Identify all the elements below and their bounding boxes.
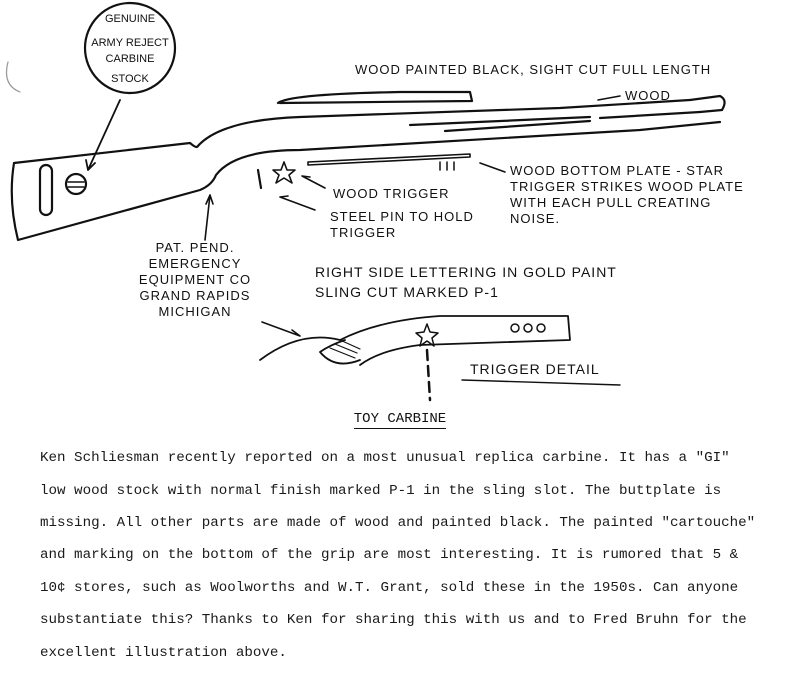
label-pin: STEEL PIN TO HOLD TRIGGER [330, 209, 474, 241]
label-bottom-plate: WOOD BOTTOM PLATE - STAR TRIGGER STRIKES… [510, 163, 744, 227]
body-line: excellent illustration above. [40, 644, 287, 661]
sling-slot [38, 163, 54, 217]
stock-inner-line [408, 115, 592, 133]
bottom-plate [307, 153, 471, 166]
label-line: PAT. PEND. [155, 240, 235, 255]
steel-pin [256, 168, 263, 190]
article-title-text: TOY CARBINE [353, 411, 447, 429]
label-trigger: WOOD TRIGGER [333, 186, 450, 201]
label-line: TRIGGER [330, 225, 397, 240]
label-line: SLING CUT MARKED P-1 [315, 284, 499, 300]
handguard [276, 90, 474, 105]
star-trigger [272, 161, 296, 184]
label-handguard: WOOD PAINTED BLACK, SIGHT CUT FULL LENGT… [355, 62, 712, 77]
label-line: GRAND RAPIDS [139, 288, 251, 303]
label-line: TRIGGER STRIKES WOOD PLATE [510, 179, 744, 194]
label-line: WOOD BOTTOM PLATE - STAR [510, 163, 724, 178]
stamp-line-stock: STOCK [111, 73, 149, 85]
trigger-detail-drawing [259, 315, 571, 366]
body-line: low wood stock with normal finish marked… [40, 482, 722, 499]
label-barrel: WOOD [625, 88, 671, 103]
label-right-side: RIGHT SIDE LETTERING IN GOLD PAINT SLING… [315, 262, 617, 302]
label-line: NOISE. [510, 211, 561, 226]
label-trigger-detail: TRIGGER DETAIL [470, 361, 600, 377]
carbine-illustration [5, 1, 726, 402]
label-line: EMERGENCY [148, 256, 242, 271]
stock-medallion [64, 172, 88, 196]
cartouche-stamp [83, 1, 177, 95]
body-line: Ken Schliesman recently reported on a mo… [40, 450, 730, 467]
barrel [688, 94, 726, 114]
label-line: WITH EACH PULL CREATING [510, 195, 712, 210]
label-line: MICHIGAN [158, 304, 232, 319]
label-line: RIGHT SIDE LETTERING IN GOLD PAINT [315, 264, 617, 280]
article-body: Ken Schliesman recently reported on a mo… [40, 434, 755, 677]
article-title: TOY CARBINE [0, 411, 800, 429]
body-line: substantiate this? Thanks to Ken for sha… [40, 612, 747, 629]
body-line: missing. All other parts are made of woo… [40, 515, 756, 532]
label-line: EQUIPMENT CO [138, 272, 252, 287]
body-line: 10¢ stores, such as Woolworths and W.T. … [40, 579, 739, 596]
body-line: and marking on the bottom of the grip ar… [40, 547, 739, 564]
stamp-line-genuine: GENUINE [104, 13, 156, 25]
stamp-line-carbine: CARBINE [105, 53, 155, 65]
stamp-line-army-reject: ARMY REJECT [91, 37, 169, 49]
label-line: STEEL PIN TO HOLD [330, 209, 474, 224]
stock-outline [10, 98, 722, 242]
label-maker: PAT. PEND. EMERGENCY EQUIPMENT CO GRAND … [120, 240, 270, 320]
